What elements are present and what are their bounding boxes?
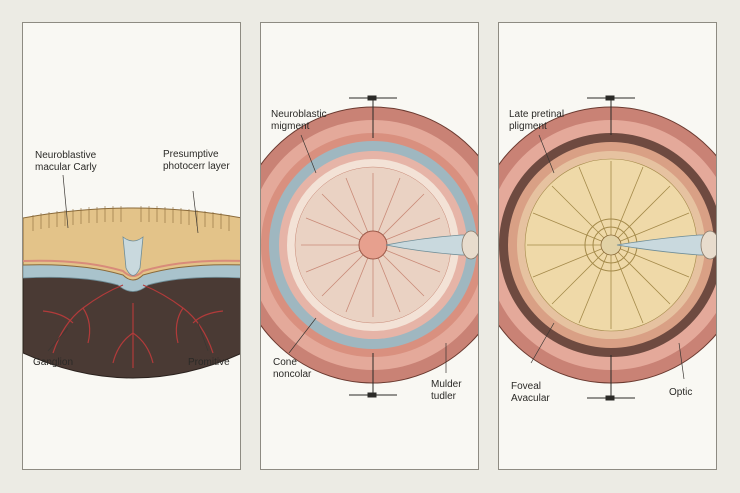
label-promitive: Promitive [188,357,230,368]
mid-retina-illustration [261,95,478,398]
panel-early-stage: Neuroblastive macular Carly Presumptive … [22,22,241,470]
scale-bars [587,95,635,401]
label-late-pretinal: Late pretinal pligment [509,109,565,132]
label-cone: Cone noncolar [273,357,312,380]
label-foveal: Foveal Avacular [511,381,550,404]
label-neuroblastive: Neuroblastive macular Carly [35,150,97,173]
photoreceptor-stripes [32,206,230,231]
panel-mid-stage: Neuroblastic migment Cone noncolar Mulde… [260,22,479,470]
label-neuroblastic: Neuroblastic migment [271,109,327,132]
early-retina-illustration [23,174,240,379]
label-presumptive: Presumptive photocerr layer [163,149,230,172]
late-retina-illustration [499,95,716,401]
scale-bars [349,95,397,398]
label-mulder: Mulder tudler [431,379,462,402]
label-ganglion: Ganglion [33,357,74,368]
panel-late-stage: Late pretinal pligment Foveal Avacular O… [498,22,717,470]
label-optic: Optic [669,387,693,398]
vessel-network [42,284,224,368]
